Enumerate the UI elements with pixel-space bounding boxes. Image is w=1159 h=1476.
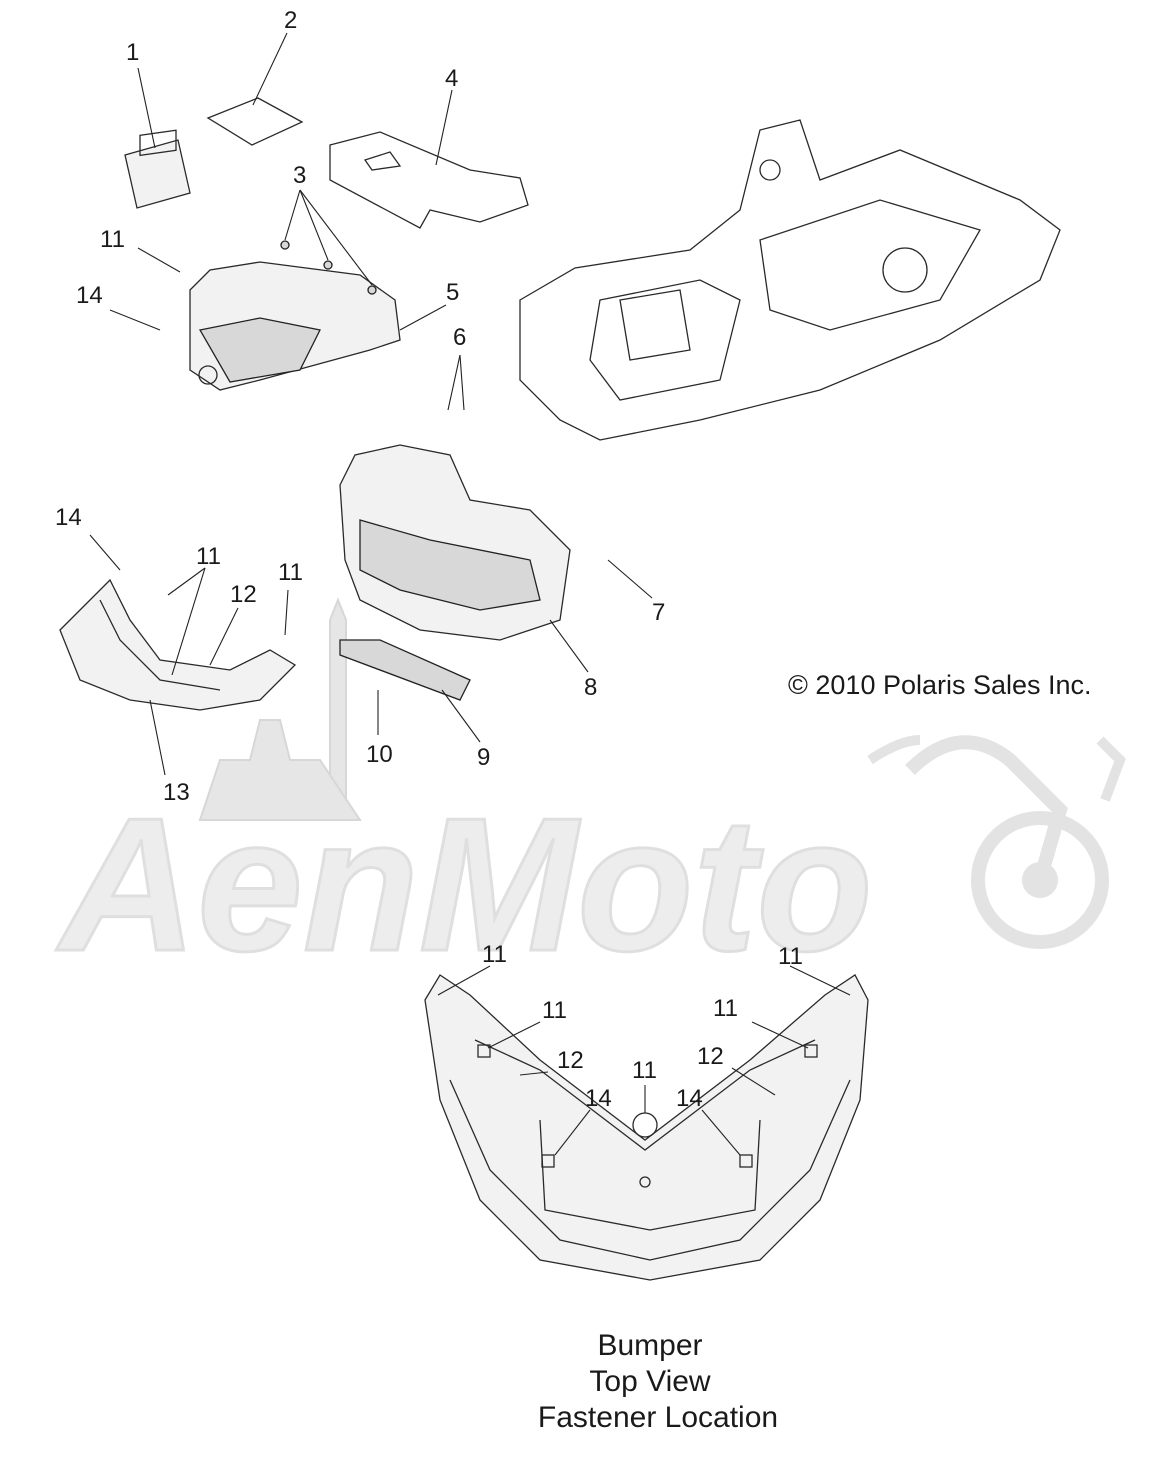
callout-1: 1 [126,39,139,66]
bolt-icons-3 [280,240,377,295]
part-8-nose-pan [339,444,571,641]
callout-14-side: 14 [55,504,82,531]
part-9-grille [339,639,471,701]
bumper-top-view [424,974,869,1281]
part-1-panel [124,129,191,209]
callout-10: 10 [366,741,393,768]
callout-9: 9 [477,744,490,771]
watermark-motorcycle-icon [867,735,1126,949]
caption: Bumper Top View Fastener Location [538,1329,778,1434]
caption-line-2: Top View [589,1365,711,1398]
callout-12-side: 12 [230,581,257,608]
watermark-tower-icon [198,597,362,821]
callout-12-tv-left: 12 [557,1047,584,1074]
callout-4: 4 [445,65,458,92]
callout-14-top: 14 [76,282,103,309]
part-2-decal [206,97,304,146]
callout-labels: 1 2 3 4 5 6 7 8 9 10 11 14 14 11 12 11 1… [55,7,803,1112]
part-5-tray [189,261,401,391]
callout-11-tv-right-outer: 11 [778,943,803,970]
callout-5: 5 [446,279,459,306]
watermark: AenMoto [55,597,1126,993]
part-4-sheet [329,131,529,229]
chassis-frame [519,119,1061,441]
callout-7: 7 [652,599,665,626]
callout-11-side-a: 11 [196,543,221,570]
callout-11-top: 11 [100,226,125,253]
part-13-bumper [59,578,297,711]
caption-line-3: Fastener Location [538,1401,778,1434]
callout-11-side-b: 11 [278,559,303,586]
callout-12-tv-right: 12 [697,1043,724,1070]
callout-14-tv-left: 14 [585,1085,612,1112]
caption-line-1: Bumper [597,1329,702,1362]
callout-3: 3 [293,162,306,189]
copyright-notice: © 2010 Polaris Sales Inc. [788,670,1092,700]
callout-6: 6 [453,324,466,351]
callout-11-tv-right-inner: 11 [713,995,738,1022]
callout-11-tv-left-outer: 11 [482,941,507,968]
callout-11-tv-center: 11 [632,1057,657,1084]
callout-2: 2 [284,7,297,34]
watermark-text: AenMoto [56,779,873,991]
callout-11-tv-left-inner: 11 [542,997,567,1024]
callout-14-tv-right: 14 [676,1085,703,1112]
callout-8: 8 [584,674,597,701]
leader-lines [89,32,851,1156]
callout-13: 13 [163,779,190,806]
